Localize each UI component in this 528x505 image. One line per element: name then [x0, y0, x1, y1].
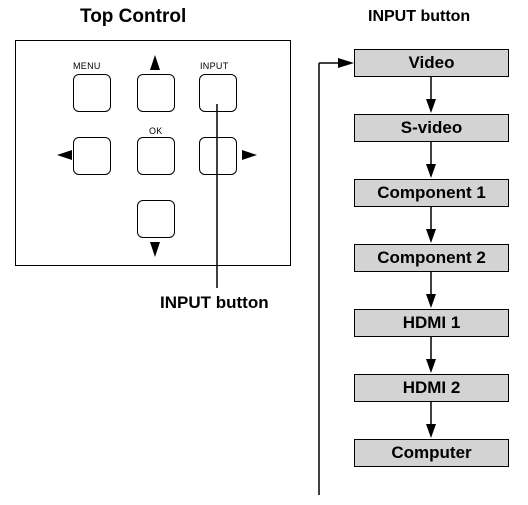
flow-arrowhead-icon: [426, 294, 436, 308]
right-arrow-icon: [242, 150, 257, 160]
input-key[interactable]: [199, 74, 237, 112]
flow-box-component-1: Component 1: [354, 179, 509, 207]
flow-box-s-video: S-video: [354, 114, 509, 142]
left-arrow-icon: [57, 150, 72, 160]
left-key[interactable]: [73, 137, 111, 175]
flow-box-hdmi-1: HDMI 1: [354, 309, 509, 337]
top-control-title: Top Control: [80, 6, 187, 27]
up-arrow-icon: [150, 55, 160, 70]
down-key[interactable]: [137, 200, 175, 238]
flow-title: INPUT button: [368, 8, 471, 25]
flow-box-component-2: Component 2: [354, 244, 509, 272]
flow-arrowhead-icon: [426, 424, 436, 438]
loop-back-arrowhead-icon: [338, 58, 354, 68]
right-key[interactable]: [199, 137, 237, 175]
input-button-callout: INPUT button: [160, 293, 269, 312]
flow-arrowhead-icon: [426, 99, 436, 113]
flow-connectors: [426, 77, 436, 438]
top-control-panel: MENU INPUT OK: [15, 40, 291, 266]
flow-arrowhead-icon: [426, 229, 436, 243]
ok-key[interactable]: [137, 137, 175, 175]
menu-key-label: MENU: [73, 61, 101, 71]
flow-arrowhead-icon: [426, 359, 436, 373]
up-key[interactable]: [137, 74, 175, 112]
input-key-label: INPUT: [200, 61, 229, 71]
flow-box-hdmi-2: HDMI 2: [354, 374, 509, 402]
flow-arrowhead-icon: [426, 164, 436, 178]
ok-key-label: OK: [149, 126, 163, 136]
flow-box-computer: Computer: [354, 439, 509, 467]
down-arrow-icon: [150, 242, 160, 257]
menu-key[interactable]: [73, 74, 111, 112]
flow-box-video: Video: [354, 49, 509, 77]
